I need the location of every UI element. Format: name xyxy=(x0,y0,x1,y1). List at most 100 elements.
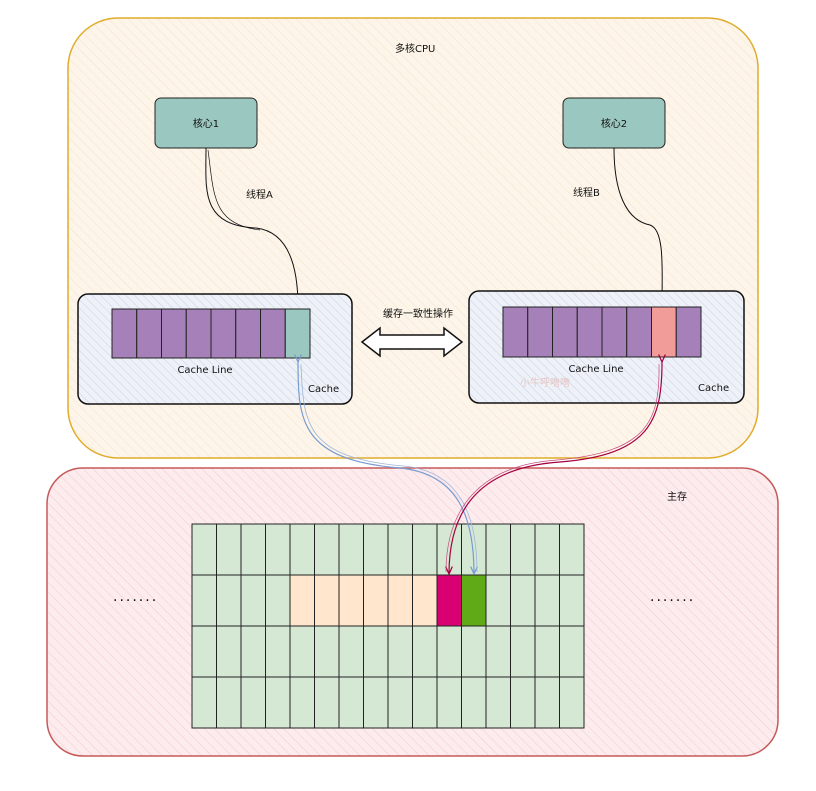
cache-right-label: Cache xyxy=(698,383,729,394)
memory-cell xyxy=(265,625,291,678)
memory-cell xyxy=(534,676,560,729)
memory-cell xyxy=(485,625,511,678)
core-2: 核心2 xyxy=(562,97,666,149)
thread-a-arrow xyxy=(205,147,301,308)
core-1: 核心1 xyxy=(154,97,258,149)
memory-cell-line xyxy=(387,574,413,627)
memory-cell xyxy=(510,676,536,729)
memory-title: 主存 xyxy=(667,490,687,503)
cache-line-right xyxy=(502,306,702,358)
cache-cell-thread-b xyxy=(651,306,677,358)
cache-left: Cache Cache Line xyxy=(77,293,353,405)
memory-cell-line xyxy=(338,574,364,627)
cache-cell xyxy=(527,306,553,358)
memory-cell xyxy=(510,625,536,678)
memory-cell xyxy=(216,574,242,627)
cache-b-memory-link xyxy=(449,362,662,574)
core-2-label: 核心2 xyxy=(601,117,627,130)
cpu-title: 多核CPU xyxy=(395,42,435,55)
cache-line-right-label: Cache Line xyxy=(568,364,623,375)
memory-cell-line xyxy=(412,574,438,627)
memory-cell xyxy=(436,625,462,678)
memory-ellipsis-right: ······· xyxy=(650,593,695,609)
memory-cell xyxy=(289,676,315,729)
memory-cell xyxy=(412,523,438,576)
memory-cell-line xyxy=(363,574,389,627)
memory-cell xyxy=(216,625,242,678)
memory-cell xyxy=(191,676,217,729)
cache-cell xyxy=(601,306,628,358)
thread-a-label: 线程A xyxy=(246,188,273,201)
cache-cell xyxy=(185,308,212,359)
memory-cell xyxy=(289,625,315,678)
memory-cell xyxy=(265,523,291,576)
cache-b-memory-link-sketch xyxy=(445,363,660,573)
memory-cell xyxy=(289,523,315,576)
cache-cell xyxy=(111,308,138,359)
memory-cell xyxy=(387,625,413,678)
cache-cell xyxy=(626,306,652,358)
coherence-arrow: 缓存一致性操作 xyxy=(360,307,464,358)
memory-cell xyxy=(534,523,560,576)
memory-cell-thread-a xyxy=(461,574,487,627)
memory-grid xyxy=(191,523,585,729)
cache-cell xyxy=(235,308,261,359)
memory-cell xyxy=(363,625,389,678)
memory-cell xyxy=(240,523,266,576)
memory-cell xyxy=(363,676,389,729)
thread-b-label: 线程B xyxy=(573,186,600,199)
memory-cell xyxy=(191,574,217,627)
memory-cell xyxy=(461,676,487,729)
memory-cell xyxy=(216,676,242,729)
memory-cell xyxy=(534,625,560,678)
memory-cell xyxy=(240,574,266,627)
memory-cell xyxy=(559,625,585,678)
memory-cell xyxy=(412,676,438,729)
cache-cell xyxy=(260,308,286,359)
cache-cell xyxy=(136,308,162,359)
cache-cell xyxy=(161,308,187,359)
thread-a-arrow-sketch xyxy=(207,149,261,231)
memory-cell xyxy=(559,676,585,729)
coherence-label: 缓存一致性操作 xyxy=(383,307,453,320)
cache-line-left-label: Cache Line xyxy=(177,365,232,376)
memory-cell xyxy=(240,625,266,678)
cache-cell xyxy=(675,306,702,358)
cache-right: 小牛呼噜噜 Cache Cache Line xyxy=(468,290,745,404)
cache-cell xyxy=(502,306,529,358)
memory-cell xyxy=(338,625,364,678)
memory-cell xyxy=(265,676,291,729)
memory-cell xyxy=(363,523,389,576)
memory-cell xyxy=(559,574,585,627)
memory-cell xyxy=(240,676,266,729)
memory-cell xyxy=(485,676,511,729)
memory-cell xyxy=(485,523,511,576)
cache-cell xyxy=(210,308,237,359)
memory-cell xyxy=(216,523,242,576)
memory-cell xyxy=(314,625,340,678)
cache-cell xyxy=(552,306,578,358)
memory-cell xyxy=(314,676,340,729)
memory-cell xyxy=(314,523,340,576)
memory-cell-thread-b xyxy=(436,574,462,627)
memory-cell xyxy=(387,676,413,729)
memory-cell xyxy=(461,625,487,678)
cache-line-left xyxy=(111,308,311,359)
memory-cell xyxy=(387,523,413,576)
memory-cell xyxy=(485,574,511,627)
memory-cell-line xyxy=(289,574,315,627)
memory-cell xyxy=(510,523,536,576)
memory-cell xyxy=(265,574,291,627)
cache-cell xyxy=(576,306,603,358)
watermark: 小牛呼噜噜 xyxy=(520,376,570,389)
cache-cell-thread-a xyxy=(284,308,311,359)
core-1-label: 核心1 xyxy=(193,117,219,130)
memory-cell xyxy=(191,523,217,576)
cache-left-label: Cache xyxy=(308,384,339,395)
memory-cell xyxy=(559,523,585,576)
memory-cell xyxy=(436,676,462,729)
memory-cell xyxy=(338,676,364,729)
memory-cell xyxy=(510,574,536,627)
memory-cell-line xyxy=(314,574,340,627)
